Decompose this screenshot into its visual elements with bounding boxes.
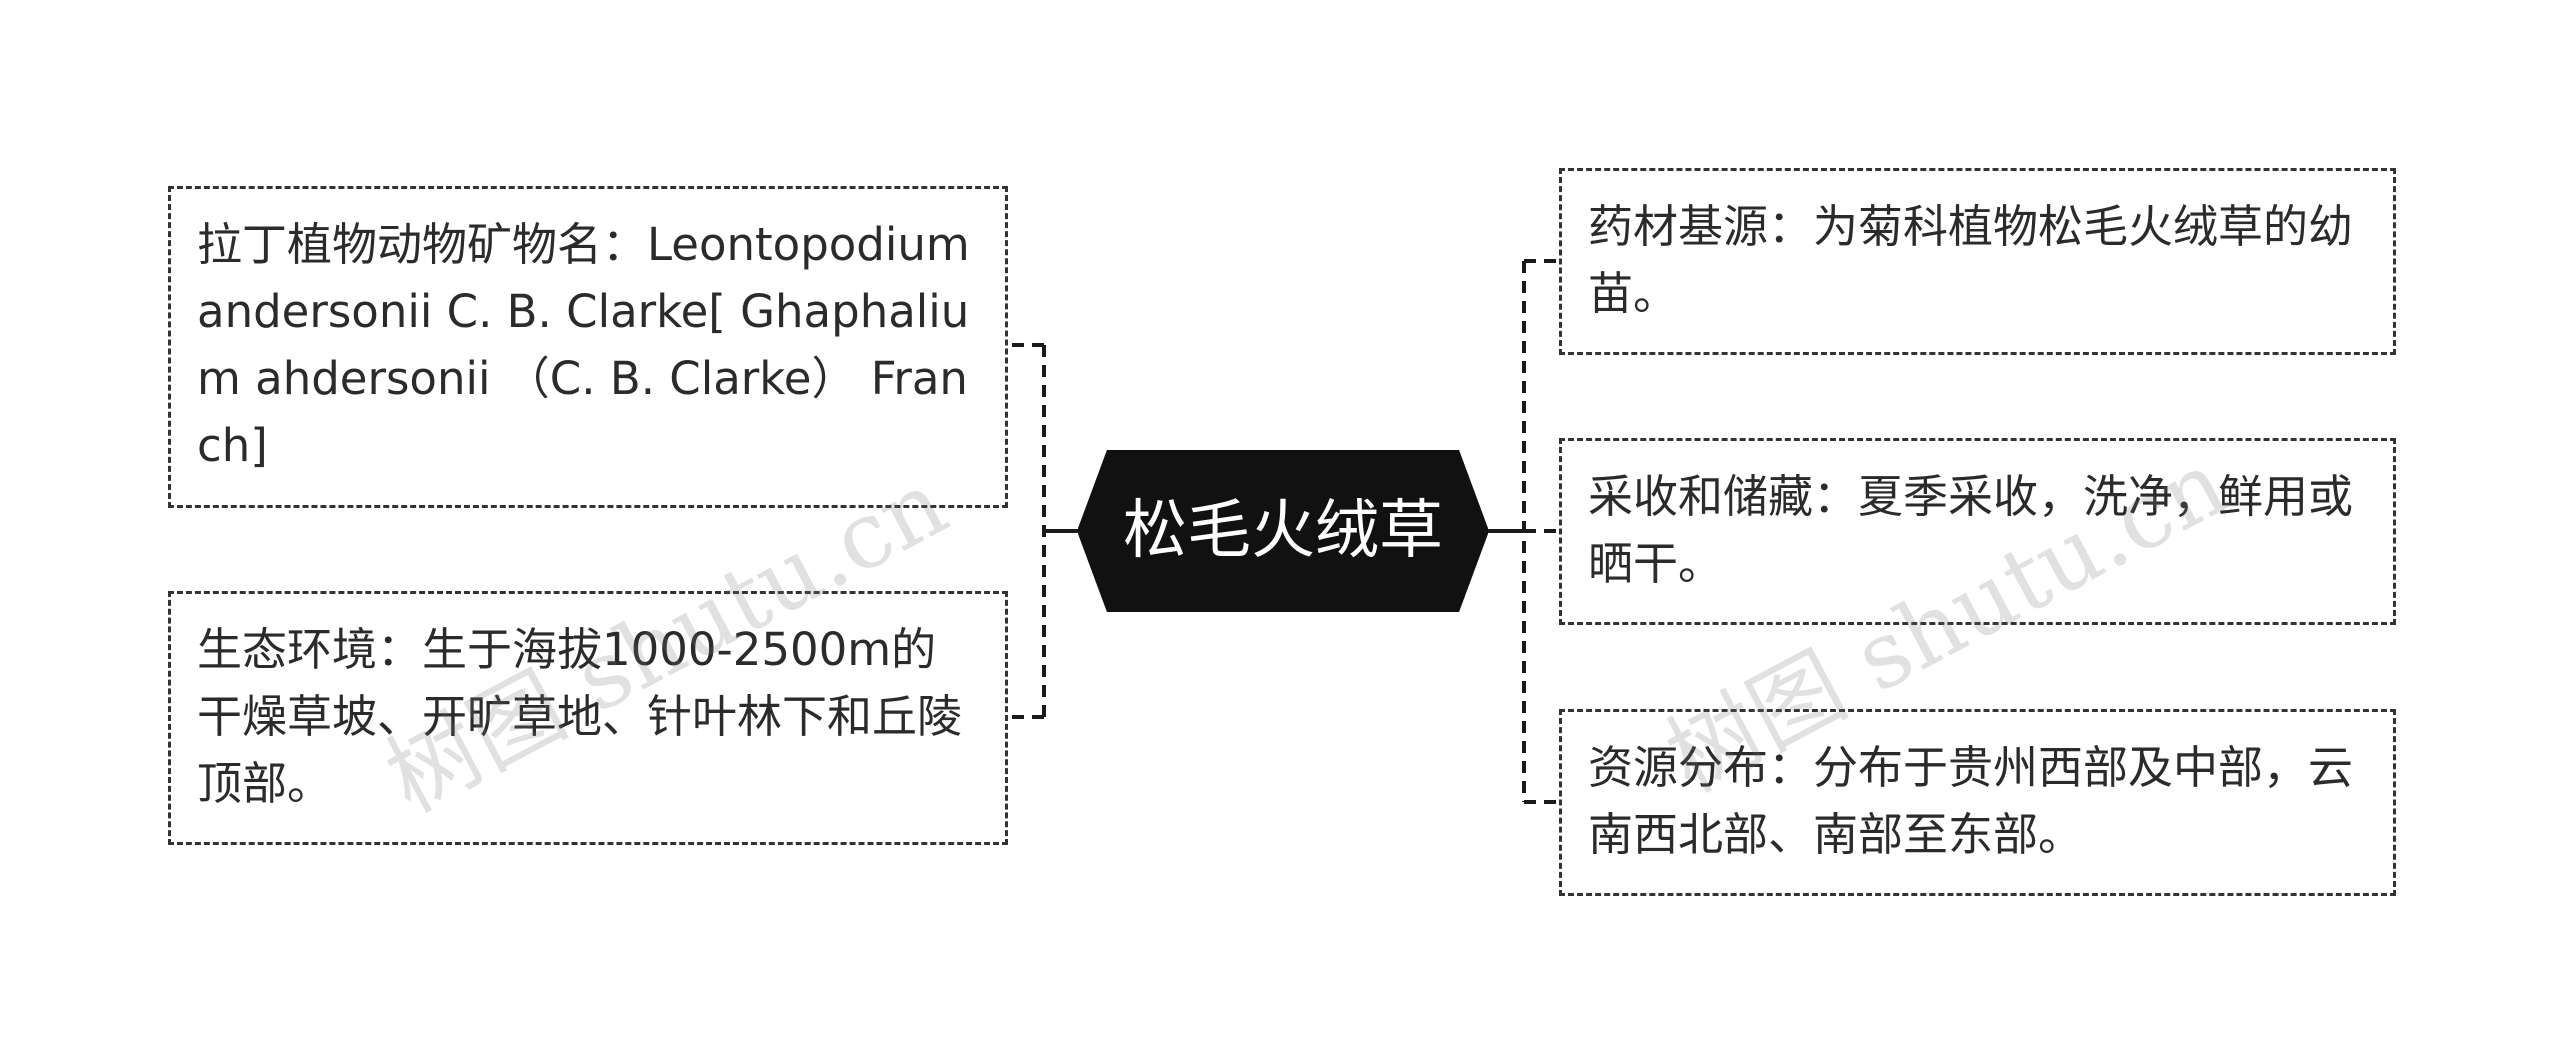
branch-node-harvest-storage[interactable]: 采收和储藏：夏季采收，洗净，鲜用或晒干。 (1559, 438, 2396, 625)
root-node[interactable]: 松毛火绒草 (1078, 450, 1488, 612)
branch-node-latin-name[interactable]: 拉丁植物动物矿物名：Leontopodium andersonii C. B. … (168, 186, 1008, 508)
branch-node-distribution[interactable]: 资源分布：分布于贵州西部及中部，云南西北部、南部至东部。 (1559, 709, 2396, 896)
root-node-label: 松毛火绒草 (1123, 494, 1443, 568)
branch-node-medicinal-source[interactable]: 药材基源：为菊科植物松毛火绒草的幼苗。 (1559, 168, 2396, 355)
branch-node-habitat[interactable]: 生态环境：生于海拔1000-2500m的干燥草坡、开旷草地、针叶林下和丘陵顶部。 (168, 591, 1008, 845)
root-node-shape (1078, 450, 1488, 612)
